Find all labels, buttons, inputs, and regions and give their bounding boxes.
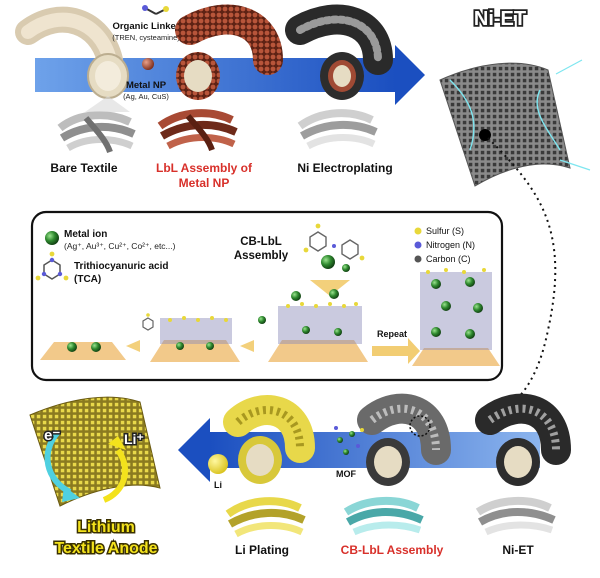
li-plating-label: Li Plating	[235, 543, 289, 557]
tca-label-line1: Trithiocyanuric acid	[74, 261, 168, 272]
ni-et-fiber	[475, 393, 571, 486]
li-ion-flow-arrowhead	[108, 436, 126, 450]
ni-et-bottom-label: Ni-ET	[502, 543, 534, 557]
organic-linker-label: Organic Linker	[112, 21, 179, 32]
ni-et-fabric-sheet	[439, 59, 591, 187]
li-textile-bundle	[225, 497, 306, 538]
nitrogen-legend-label: Nitrogen (N)	[426, 240, 475, 250]
deposition-arrow	[310, 280, 350, 296]
anode-title-line1: Lithium	[77, 519, 135, 536]
electron-label: e⁻	[44, 427, 60, 444]
li-atom-label: Li	[214, 480, 222, 490]
tca-molecule-icon	[35, 251, 69, 281]
organic-linker-molecule-icon	[142, 5, 169, 15]
electron-flow-arrow	[44, 429, 72, 495]
cb-lbl-heading-line2: Assembly	[234, 250, 289, 262]
lbl-assembly-label-line2: Metal NP	[179, 176, 230, 190]
sulfur-legend-dot	[414, 227, 422, 235]
bare-textile-bundle	[57, 111, 136, 154]
step3-layer	[268, 289, 368, 362]
tca-metal-complex-icon	[303, 223, 365, 272]
zoom-cone	[85, 96, 130, 112]
lbl-textile-bundle	[157, 109, 238, 152]
li-ion-flow-arrow	[102, 448, 129, 503]
carbon-legend-label: Carbon (C)	[426, 254, 471, 264]
nitrogen-legend-dot	[414, 241, 422, 249]
lbl-assembly-label-line1: LbL Assembly of	[156, 161, 253, 175]
electron-flow-arrowhead	[62, 486, 80, 502]
metal-np-label: Metal NP	[126, 80, 167, 91]
ni-textile-bundle	[297, 109, 378, 150]
cb-lbl-assembly-label: CB-LbL Assembly	[341, 543, 444, 557]
step-arrow-2	[240, 340, 254, 352]
metal-np-icon	[142, 58, 154, 70]
metal-np-examples: (Ag, Au, CuS)	[123, 92, 169, 101]
tca-label-line2: (TCA)	[74, 274, 101, 285]
li-atom-icon	[208, 454, 228, 474]
metal-ion-label: Metal ion	[64, 229, 107, 240]
ni-et-textile-bundle	[475, 496, 556, 536]
metal-ion-list: (Ag⁺, Au³⁺, Cu²⁺, Co²⁺, etc...)	[64, 241, 176, 251]
repeat-arrow	[372, 338, 420, 364]
ni-et-title: Ni-ET	[474, 8, 526, 30]
tca-small-icon	[142, 313, 154, 331]
repeat-label: Repeat	[377, 329, 407, 339]
cb-lbl-detail-panel	[30, 210, 504, 382]
anode-title-line2: Textile Anode	[54, 540, 157, 557]
bare-textile-fiber	[15, 6, 129, 99]
bare-textile-label: Bare Textile	[50, 161, 117, 175]
step-arrow-1	[126, 340, 140, 352]
metal-ion-icon	[45, 231, 59, 245]
mof-particles	[334, 426, 364, 455]
li-plated-fiber	[223, 395, 315, 484]
step2-layer	[150, 316, 240, 362]
sulfur-legend-label: Sulfur (S)	[426, 226, 464, 236]
organic-linker-examples: (TREN, cysteamine)	[112, 33, 180, 42]
step1-substrate	[40, 342, 126, 360]
lithium-textile-anode-sheet	[29, 396, 161, 507]
step4-multilayer	[412, 268, 500, 366]
cb-lbl-fiber	[357, 393, 451, 486]
mof-label: MOF	[336, 469, 356, 479]
metal-ion-small-icon	[258, 316, 266, 324]
cb-lbl-heading-line1: CB-LbL	[240, 236, 282, 248]
ni-electroplating-label: Ni Electroplating	[297, 161, 392, 175]
ni-electroplated-fiber	[285, 4, 393, 100]
carbon-legend-dot	[414, 255, 422, 263]
lbl-metal-np-fiber	[175, 4, 283, 100]
cb-lbl-textile-bundle	[343, 496, 424, 536]
li-ion-label: Li⁺	[124, 431, 144, 447]
